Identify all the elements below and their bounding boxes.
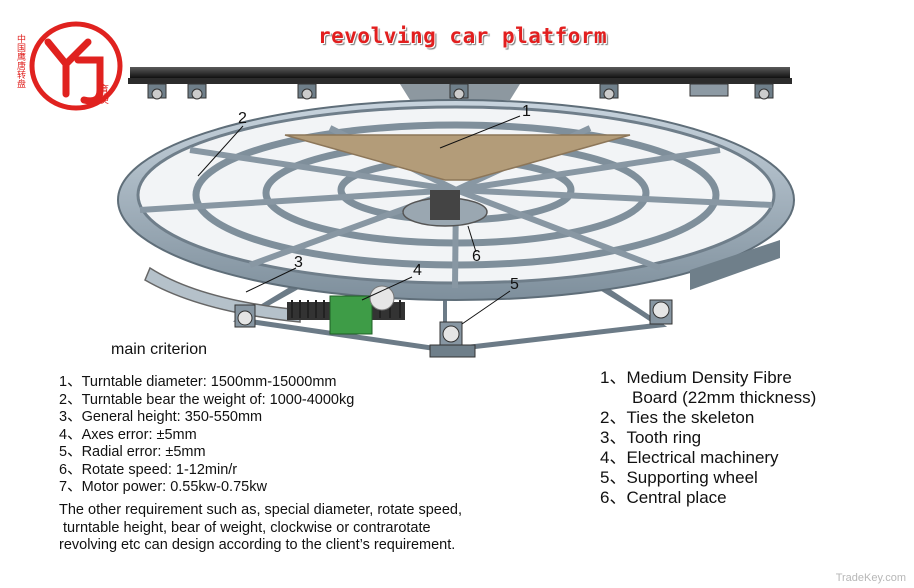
criterion-item: 5、Radial error: ±5mm [59,444,206,460]
criterion-item: 2、Turntable bear the weight of: 1000-400… [59,391,355,408]
criterion-note: The other requirement such as, special d… [59,502,529,555]
callout-3: 3 [294,254,303,271]
note-line: turntable height, bear of weight, clockw… [59,519,431,536]
criterion-heading: main criterion [111,341,208,358]
mdf-board [284,134,631,181]
criterion-item: 3、General height: 350-550mm [59,409,263,425]
watermark: TradeKey.com [835,572,906,584]
criterion-item: 4、Axes error: ±5mm [59,426,197,443]
callout-1: 1 [522,103,531,120]
note-line: The other requirement such as, special d… [59,502,462,518]
legend-item: 5、Supporting wheel [600,468,758,487]
logo-corner-text: 育庚 [97,83,109,105]
side-view [128,67,792,100]
legend-item: 4、Electrical machinery [600,448,779,467]
criterion-item: 7、Motor power: 0.55kw-0.75kw [59,479,267,495]
criterion-list: 1、Turntable diameter: 1500mm-15000mm 2、T… [59,374,354,497]
callout-5: 5 [510,276,519,293]
leader-lines [197,115,521,325]
legend-item: 1、Medium Density Fibre Board (22mm thick… [600,368,816,408]
callout-4: 4 [413,262,422,279]
legend-label: 1、Medium Density Fibre [600,368,792,387]
tooth-ring [144,266,301,323]
logo-vertical-text: 中国鹰唐转盘 [15,33,26,88]
legend-label-continuation: Board (22mm thickness) [632,388,817,407]
legend-item: 3、Tooth ring [600,428,702,447]
criterion-item: 1、Turntable diameter: 1500mm-15000mm [59,374,337,390]
callout-6: 6 [472,248,481,265]
criterion-item: 6、Rotate speed: 1-12min/r [59,461,238,478]
turntable-disc [117,99,795,301]
legend-item: 6、Central place [600,488,727,507]
legend-item: 2、Ties the skeleton [600,408,755,427]
electrical-machinery [287,285,405,335]
callout-2: 2 [238,110,247,127]
company-logo: 中国鹰唐转盘 育庚 [15,21,123,111]
parts-legend: 1、Medium Density Fibre Board (22mm thick… [600,368,816,508]
supporting-wheels [234,299,673,358]
note-line: revolving etc can design according to th… [59,537,456,553]
diagram-title: revolving car platform [318,24,608,48]
